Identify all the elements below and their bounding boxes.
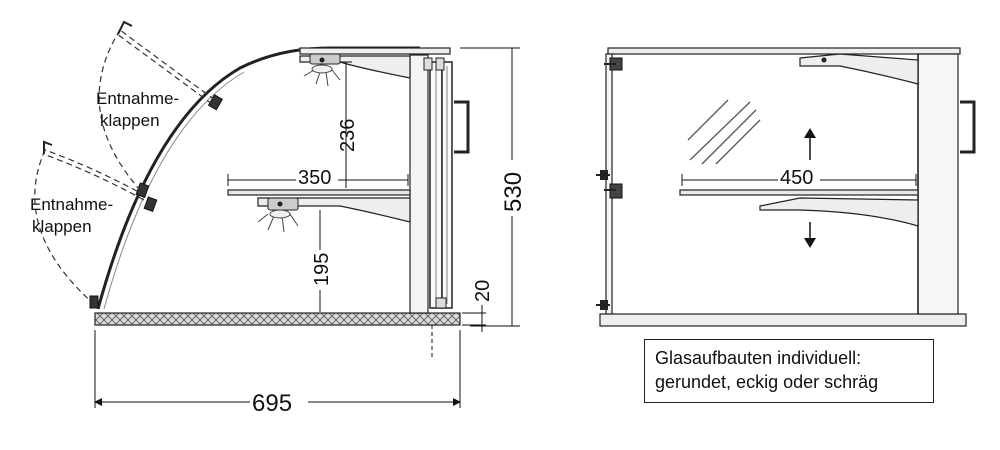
note-box: Glasaufbauten individuell: gerundet, eck… <box>644 339 934 403</box>
dim-label-450: 450 <box>780 167 813 189</box>
dim-line-236 <box>340 61 352 188</box>
front-right-column <box>917 53 959 315</box>
dim-line-20 <box>462 305 486 332</box>
front-lower-bracket <box>759 197 919 227</box>
dim-label-236: 236 <box>337 119 359 152</box>
front-view: 450 <box>596 47 976 327</box>
curved-glass-front <box>96 46 420 310</box>
side-base-plate <box>94 312 461 326</box>
hinge-middle-a <box>135 182 150 198</box>
hinge-middle-b <box>143 196 158 212</box>
dim-label-530: 530 <box>500 172 527 212</box>
label-flap-lower-line2: klappen <box>32 217 92 236</box>
dim-label-695: 695 <box>252 390 292 417</box>
upper-flap-handle <box>117 20 133 35</box>
rear-column <box>409 54 429 314</box>
lower-light-rays <box>257 209 299 233</box>
glass-reflection <box>687 99 761 165</box>
front-handle <box>960 100 976 154</box>
front-top-frame <box>607 47 961 55</box>
note-line-1: Glasaufbauten individuell: <box>655 348 862 368</box>
shelf-up-arrow-icon <box>804 128 816 160</box>
front-base-plate <box>599 313 967 327</box>
lower-flap-open <box>34 149 147 306</box>
note-line-2: gerundet, eckig oder schräg <box>655 372 879 392</box>
upper-flap-open <box>98 29 216 191</box>
dim-label-195: 195 <box>311 253 333 286</box>
hinge-lower <box>89 295 99 309</box>
upper-light-rays <box>303 64 341 87</box>
curved-glass-inner <box>103 71 245 310</box>
side-view: Entnahme- klappen Entnahme- klappen 236 … <box>30 20 527 417</box>
front-shelf <box>679 189 919 196</box>
shelf-down-arrow-icon <box>804 222 816 248</box>
lower-flap-handle <box>43 140 53 154</box>
side-shelf <box>227 189 411 196</box>
label-flap-upper-line1: Entnahme- <box>96 89 179 108</box>
top-frame <box>299 47 451 55</box>
hinge-upper <box>207 94 224 111</box>
label-flap-lower-line1: Entnahme- <box>30 195 113 214</box>
label-flap-upper-line2: klappen <box>100 111 160 130</box>
front-upper-bracket <box>799 53 919 85</box>
dim-label-20: 20 <box>472 280 494 302</box>
dim-label-350: 350 <box>298 167 331 189</box>
rear-handle <box>454 100 470 154</box>
